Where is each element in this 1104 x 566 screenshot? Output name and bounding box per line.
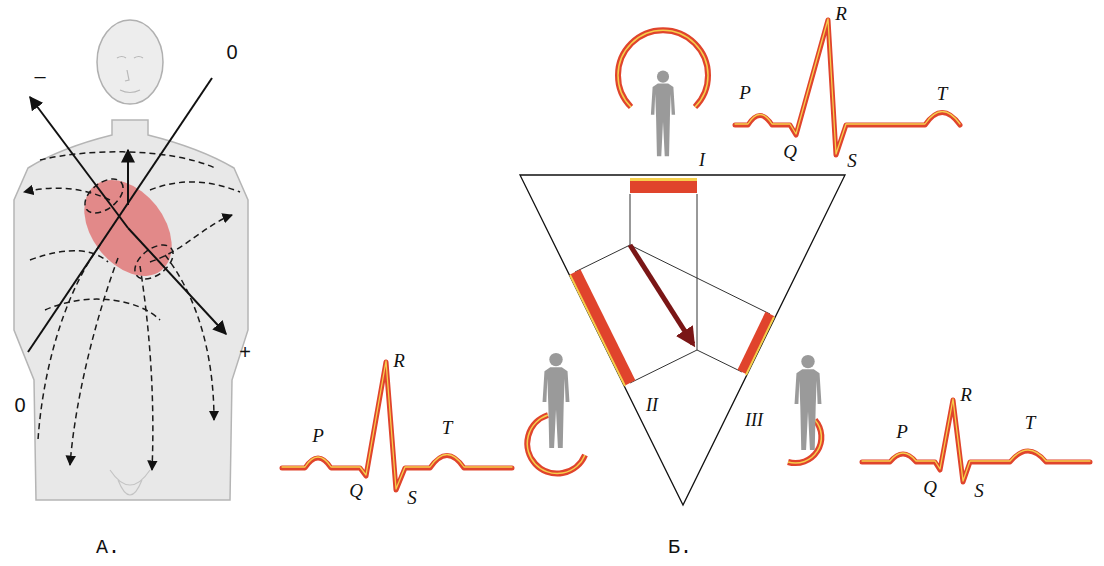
wave-label: Q: [349, 481, 363, 500]
ecg-traces: [282, 19, 1090, 490]
wave-label: Q: [923, 478, 937, 497]
wave-label: T: [442, 418, 453, 437]
pelvis-lines: [110, 470, 150, 495]
projection-lines: [575, 194, 770, 383]
lead-number: II: [646, 396, 658, 414]
wave-label: T: [937, 84, 948, 103]
wave-label: S: [974, 481, 984, 500]
head-outline: [97, 20, 163, 104]
wave-label: S: [407, 488, 417, 507]
wave-label: P: [896, 422, 908, 441]
panel-letter: А.: [96, 538, 120, 558]
heart-vector: [630, 245, 693, 344]
wave-label: R: [960, 385, 972, 404]
wave-label: P: [739, 83, 751, 102]
wave-label: T: [1025, 413, 1036, 432]
lead-arcs: [527, 30, 821, 473]
lead-projection-bars: [570, 178, 774, 386]
panel-letter: Б.: [668, 538, 692, 558]
zero-mark: 0: [14, 395, 25, 415]
heart-axes: [28, 78, 226, 352]
pole-sign: –: [34, 66, 45, 86]
torso-figure: [14, 20, 248, 500]
wave-label: R: [835, 3, 847, 22]
person-icons: [543, 71, 822, 450]
wave-label: R: [393, 351, 405, 370]
face-lines: [117, 57, 143, 93]
einthoven-triangle: [520, 175, 845, 505]
zero-mark: 0: [226, 42, 237, 62]
body-outline: [14, 120, 248, 500]
lead-number: III: [745, 411, 763, 429]
pole-sign: +: [239, 342, 251, 362]
wave-label: S: [847, 151, 857, 170]
wave-label: P: [312, 426, 324, 445]
lead-number: I: [699, 151, 705, 169]
wave-label: Q: [783, 142, 797, 161]
